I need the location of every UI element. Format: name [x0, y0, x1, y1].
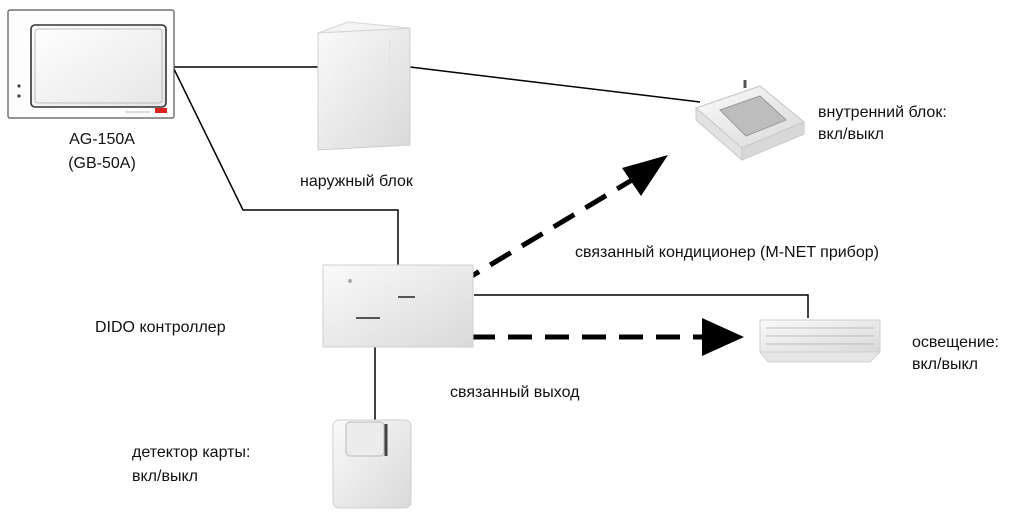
outdoor-unit-label: наружный блок	[300, 173, 413, 190]
lighting-label-line1: освещение:	[912, 334, 1000, 351]
line-controller-dido	[172, 66, 399, 265]
linked-output-label: связанный выход	[450, 384, 580, 401]
line-outdoor-indoor	[409, 66, 701, 103]
linked-ac-label: связанный кондиционер (M-NET прибор)	[575, 244, 879, 261]
card-detector-label-line2: вкл/выкл	[132, 468, 198, 485]
lighting-label-line2: вкл/выкл	[912, 356, 978, 373]
card-detector-label-line1: детектор карты:	[132, 444, 251, 461]
indoor-cassette-unit	[695, 80, 805, 162]
dido-controller-label: DIDO контроллер	[95, 319, 226, 336]
indoor-unit-label-line1: внутренний блок:	[818, 104, 947, 121]
dido-controller-box	[322, 264, 474, 348]
lighting-fixture	[758, 319, 882, 363]
indoor-unit-label-line2: вкл/выкл	[818, 126, 884, 143]
outdoor-unit	[317, 21, 411, 151]
card-detector-device	[332, 419, 412, 509]
controller-alt-name-label: (GB-50A)	[68, 155, 136, 172]
connection-lines	[172, 66, 809, 420]
controller-name-label: AG-150A	[69, 131, 135, 148]
line-dido-lighting	[474, 294, 809, 318]
ag150a-controller	[7, 9, 175, 119]
